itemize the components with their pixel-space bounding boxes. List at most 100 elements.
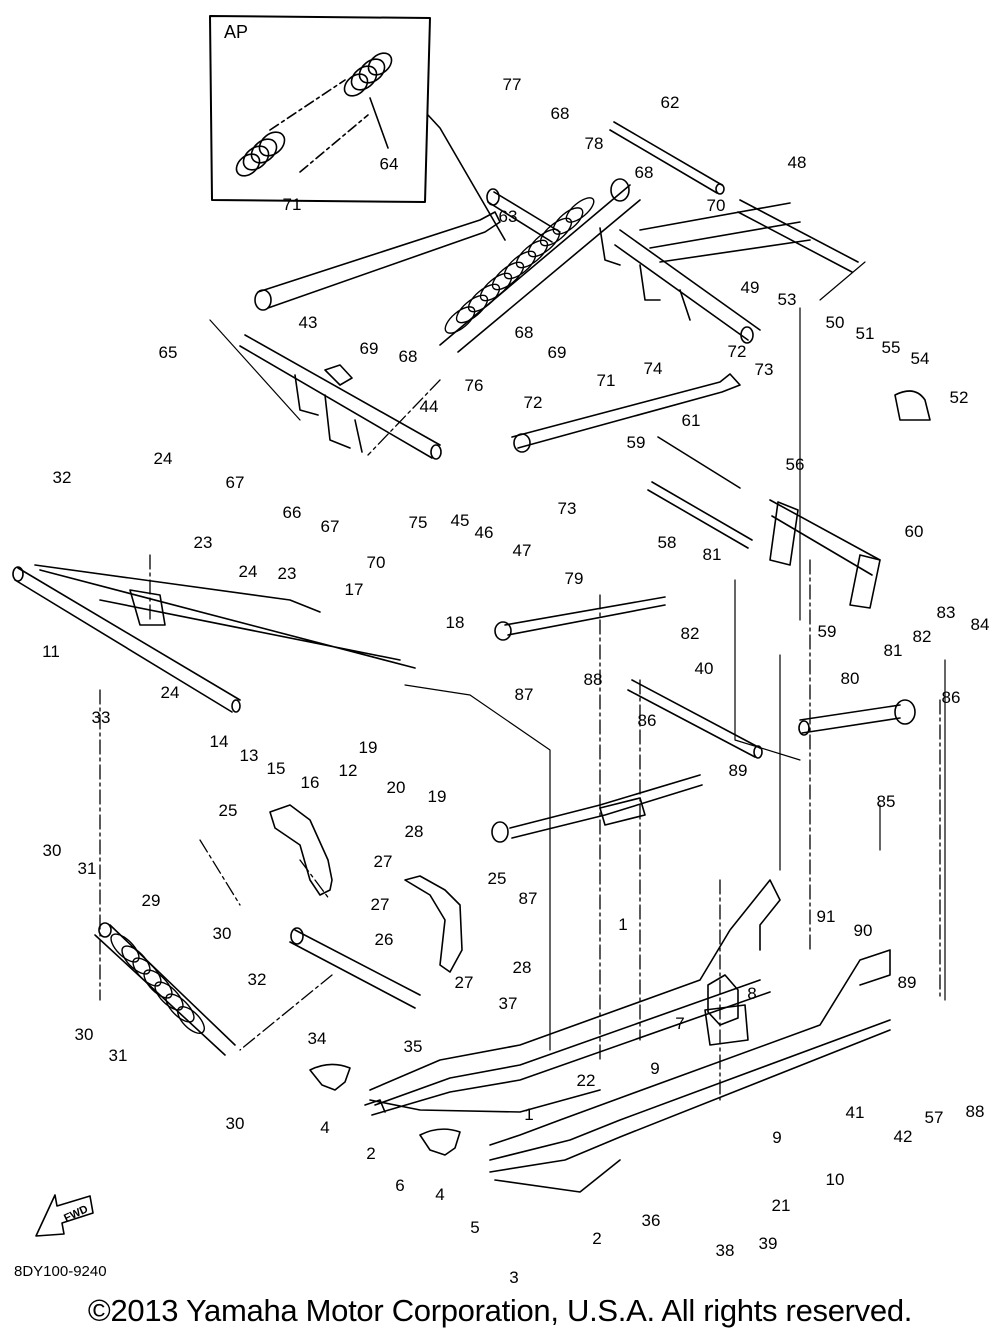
part-callout-73: 73 [558,499,577,518]
part-callout-68: 68 [551,104,570,123]
bracket-25-left [269,804,333,896]
part-callout-50: 50 [826,313,845,332]
part-callout-25: 25 [219,801,238,820]
part-callout-2: 2 [366,1144,375,1163]
rear-bracket-56 [647,436,881,609]
part-callout-19: 19 [359,738,378,757]
slide-rail-left [364,879,781,1116]
part-callout-53: 53 [778,290,797,309]
part-callout-85: 85 [877,792,896,811]
part-callout-46: 46 [475,523,494,542]
front-frame-11 [12,564,416,713]
part-callout-12: 12 [339,761,358,780]
part-callout-86: 86 [638,711,657,730]
part-callout-22: 22 [577,1071,596,1090]
part-callout-61: 61 [682,411,701,430]
part-callout-30: 30 [213,924,232,943]
part-callout-72: 72 [728,342,747,361]
part-callout-38: 38 [716,1241,735,1260]
part-callout-48: 48 [788,153,807,172]
part-callout-79: 79 [565,569,584,588]
link-arm-71-mid [511,373,741,453]
part-callout-45: 45 [451,511,470,530]
part-callout-15: 15 [267,759,286,778]
part-callout-23: 23 [278,564,297,583]
part-callout-78: 78 [585,134,604,153]
plate-54 [894,390,931,421]
part-callout-18: 18 [446,613,465,632]
part-callout-41: 41 [846,1103,865,1122]
part-callout-82: 82 [913,627,932,646]
part-callout-30: 30 [75,1025,94,1044]
part-callout-73: 73 [755,360,774,379]
part-callout-82: 82 [681,624,700,643]
part-callout-81: 81 [884,641,903,660]
wheel-cap-4-a [309,1063,351,1091]
assembly-guide-lines [99,379,941,1101]
part-callout-70: 70 [707,196,726,215]
slide-rail-right [489,949,891,1193]
part-callout-5: 5 [470,1218,479,1237]
part-callout-27: 27 [371,895,390,914]
part-callout-8: 8 [747,984,756,1003]
part-callout-88: 88 [966,1102,985,1121]
part-callout-63: 63 [499,207,518,226]
part-callout-76: 76 [465,376,484,395]
part-callout-90: 90 [854,921,873,940]
part-callout-24: 24 [154,449,173,468]
part-callout-16: 16 [301,773,320,792]
part-callout-80: 80 [841,669,860,688]
part-callout-6: 6 [395,1176,404,1195]
part-callout-89: 89 [898,973,917,992]
part-callout-54: 54 [911,349,930,368]
part-callout-19: 19 [428,787,447,806]
rail-slider-2 [369,1089,601,1113]
part-callout-66: 66 [283,503,302,522]
stopper-block-7-8 [704,974,749,1046]
part-callout-31: 31 [109,1046,128,1065]
part-callout-59: 59 [627,433,646,452]
part-callout-62: 62 [661,93,680,112]
part-callout-43: 43 [299,313,318,332]
rod-62 [609,121,725,195]
part-callout-72: 72 [524,393,543,412]
part-callout-87: 87 [515,685,534,704]
part-callout-17: 17 [345,580,364,599]
part-callout-9: 9 [650,1059,659,1078]
part-callout-51: 51 [856,324,875,343]
part-callout-27: 27 [455,973,474,992]
part-callout-56: 56 [786,455,805,474]
part-callout-27: 27 [374,852,393,871]
part-callout-70: 70 [367,553,386,572]
part-callout-10: 10 [826,1170,845,1189]
part-callout-65: 65 [159,343,178,362]
part-callout-1: 1 [618,915,627,934]
part-callout-67: 67 [321,517,340,536]
part-callout-39: 39 [759,1234,778,1253]
part-callout-25: 25 [488,869,507,888]
part-callout-67: 67 [226,473,245,492]
part-callout-24: 24 [161,683,180,702]
part-callout-26: 26 [375,930,394,949]
part-callout-13: 13 [240,746,259,765]
part-callout-11: 11 [42,642,60,661]
part-callout-49: 49 [741,278,760,297]
part-callout-24: 24 [239,562,258,581]
upper-arm-48 [599,199,859,344]
part-callout-32: 32 [53,468,72,487]
part-callout-89: 89 [729,761,748,780]
part-code: 8DY100-9240 [14,1263,107,1280]
fwd-arrow-icon [35,1194,94,1237]
part-callout-14: 14 [210,732,229,751]
part-callout-60: 60 [905,522,924,541]
shock-absorber-63 [439,178,641,353]
part-callout-28: 28 [513,958,532,977]
part-callout-34: 34 [308,1029,327,1048]
part-callout-21: 21 [772,1196,791,1215]
part-callout-84: 84 [971,615,990,634]
damper-79 [491,596,703,843]
part-callout-33: 33 [92,708,111,727]
part-callout-42: 42 [894,1127,913,1146]
